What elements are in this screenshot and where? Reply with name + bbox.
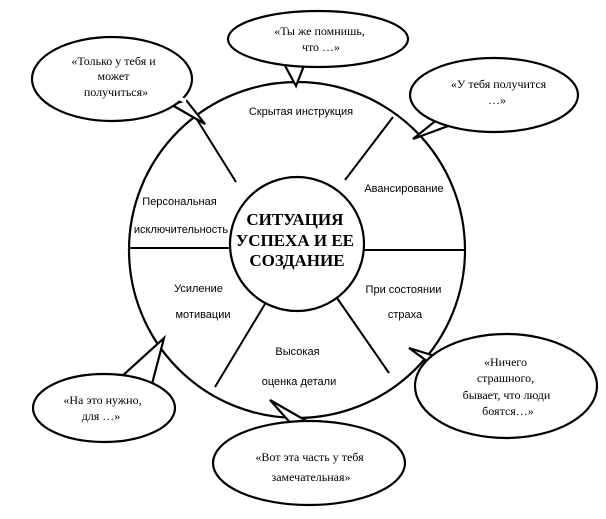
bubble-text: «На это нужно, для …» [63,393,144,423]
segment-label: мотивации [175,309,230,321]
segment-detail-praise: Высокая оценка детали [262,346,336,388]
segment-label: страха [388,309,423,321]
center-title: СИТУАЦИЯ УСПЕХА И ЕЕ СОЗДАНИЕ [236,210,359,270]
speech-bubble-remember: «Ты же помнишь, что …» [226,9,410,89]
segment-fear: При состоянии страха [366,284,445,321]
bubble-body [413,332,599,440]
bubble-line: «На это нужно, [63,393,141,407]
bubble-body [408,56,580,134]
bubble-line: получиться» [84,85,148,99]
bubble-line: «Ничего [484,355,527,369]
bubble-text: «У тебя получится …» [451,77,549,107]
segment-label: Скрытая инструкция [249,106,353,118]
bubble-body [31,372,177,444]
spoke [195,117,237,183]
bubble-line: замечательная» [271,470,350,484]
bubble-line: для …» [82,409,121,423]
speech-bubble-nothing-scary: «Ничего страшного, бывает, что люди боят… [408,332,599,440]
segment-label: Усиление [174,283,223,295]
segment-advance: Авансирование [364,183,443,195]
segment-label: исключительность [134,224,228,236]
bubble-body [211,419,407,507]
bubble-text: «Ты же помнишь, что …» [274,24,368,54]
bubble-line: бывает, что люди [463,388,551,402]
bubble-line: «У тебя получится [451,77,547,91]
segment-motivation: Усиление мотивации [174,283,230,321]
spoke [344,116,394,181]
bubble-text: «Ничего страшного, бывает, что люди боят… [463,355,554,418]
bubble-text: «Только у тебя и может получиться» [71,54,158,99]
segment-label: оценка детали [262,376,336,388]
segment-label: При состоянии [366,284,442,296]
bubble-body [30,35,194,123]
wheel-spokes [129,116,465,388]
segment-label: Высокая [275,346,319,358]
center-title-line: СИТУАЦИЯ [246,210,343,229]
segment-label: Персональная [142,196,216,208]
bubble-line: «Только у тебя и [71,54,156,68]
bubble-body [226,9,410,69]
segment-label: Авансирование [364,183,443,195]
speech-bubble-needed-for: «На это нужно, для …» [31,334,177,444]
bubble-line: может [98,69,131,83]
speech-bubble-only-you: «Только у тебя и может получиться» [30,35,206,125]
spoke [336,297,390,374]
bubble-line: «Вот эта часть у тебя [255,450,364,464]
speech-bubble-great-part: «Вот эта часть у тебя замечательная» [211,399,407,507]
center-circle [228,175,366,313]
speech-bubble-you-will-succeed: «У тебя получится …» [408,56,580,141]
bubble-text: «Вот эта часть у тебя замечательная» [255,450,366,484]
bubble-line: что …» [302,40,340,54]
bubble-line: боятся…» [482,404,534,418]
segment-exclusivity: Персональная исключительность [134,196,228,236]
segment-hidden-instruction: Скрытая инструкция [249,106,353,118]
bubble-line: …» [488,93,506,107]
spoke [214,303,266,388]
center-title-line: СОЗДАНИЕ [249,251,344,270]
center-title-line: УСПЕХА И ЕЕ [236,231,354,250]
bubble-line: страшного, [477,371,534,385]
bubble-line: «Ты же помнишь, [274,24,365,38]
